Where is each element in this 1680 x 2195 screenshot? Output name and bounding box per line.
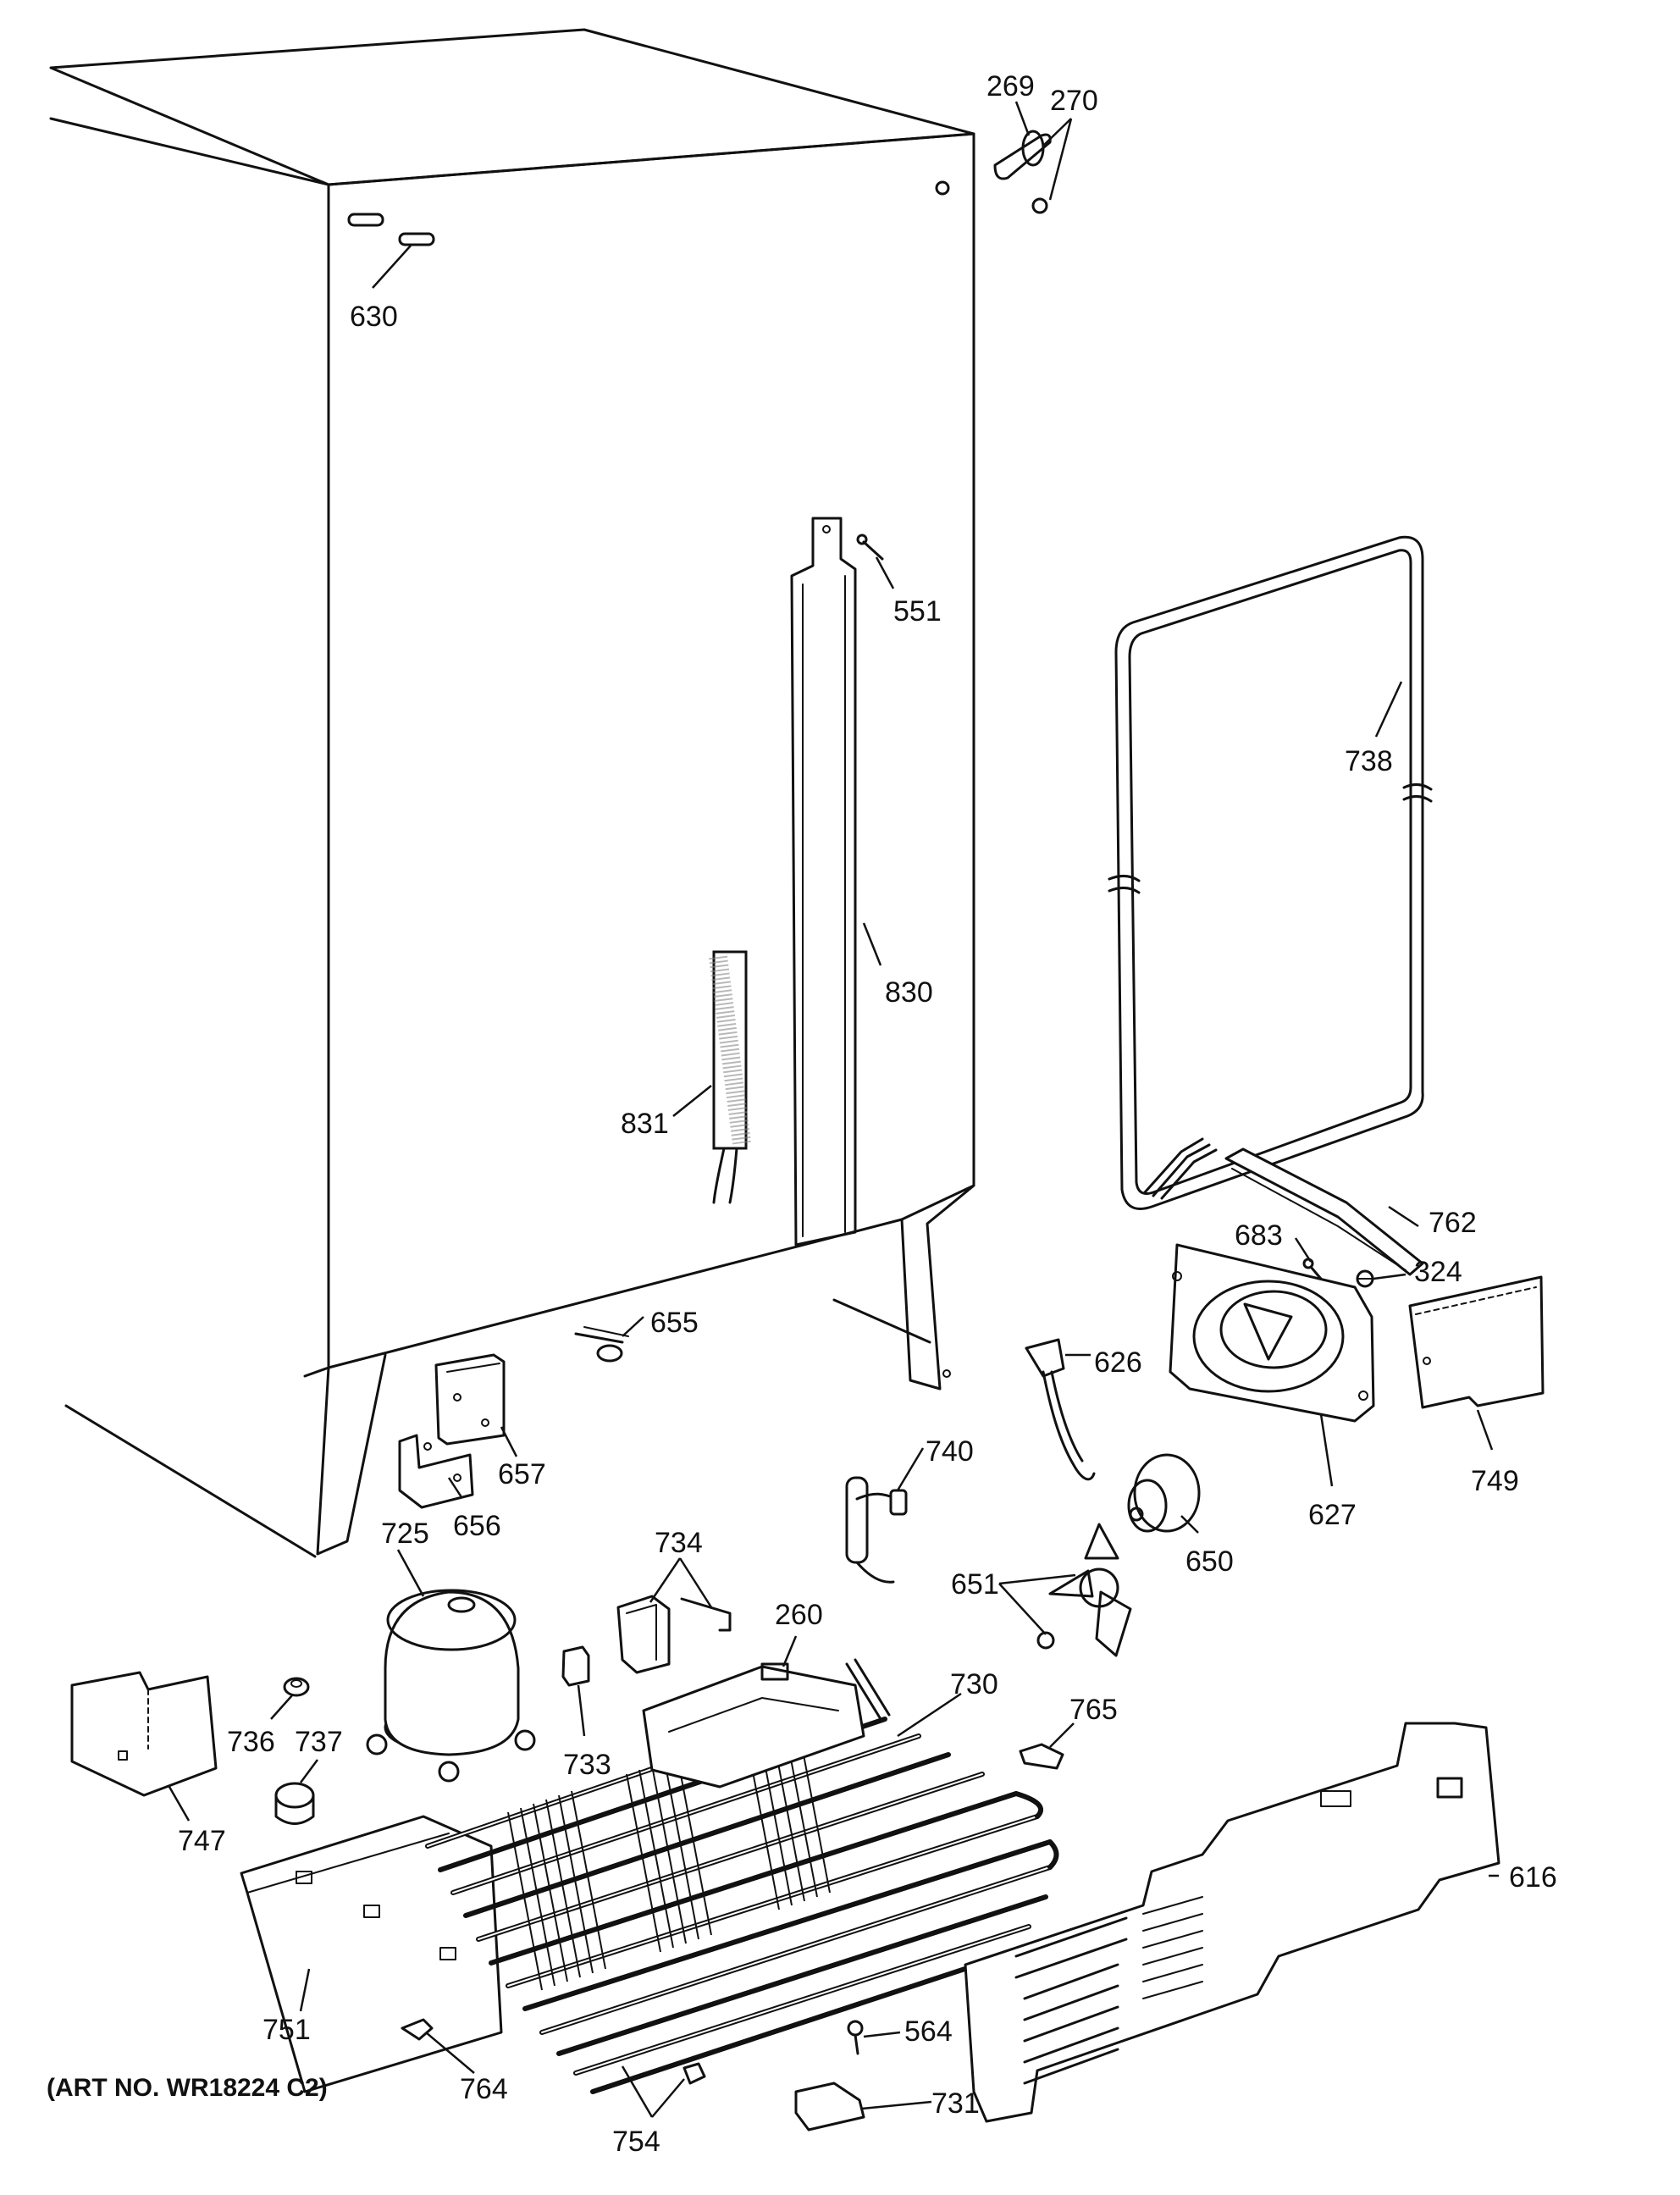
heater-strip-831	[709, 950, 751, 1204]
label-650: 650	[1185, 1545, 1234, 1578]
label-747: 747	[178, 1825, 226, 1857]
foam-strip-762	[1224, 1147, 1424, 1276]
label-765: 765	[1069, 1694, 1118, 1726]
label-762: 762	[1429, 1207, 1477, 1239]
relay-clip-734	[616, 1595, 732, 1674]
label-630: 630	[350, 301, 398, 333]
grommet-655	[574, 1326, 629, 1363]
label-657: 657	[498, 1458, 546, 1490]
thermostat-740	[845, 1476, 908, 1584]
refrigerator-cabinet	[49, 28, 975, 1558]
overload-733	[561, 1645, 590, 1687]
label-626: 626	[1094, 1346, 1142, 1379]
label-830: 830	[885, 976, 933, 1009]
fan-blade-651	[1036, 1523, 1132, 1657]
slot-hole	[398, 232, 435, 246]
label-656: 656	[453, 1510, 501, 1542]
label-551: 551	[893, 595, 942, 628]
label-651: 651	[951, 1568, 999, 1601]
power-cord-626	[1025, 1338, 1096, 1481]
bracket-657	[434, 1353, 506, 1446]
label-260: 260	[775, 1599, 823, 1631]
clip-764	[401, 2018, 434, 2041]
nut-324	[1356, 1269, 1374, 1288]
label-731: 731	[931, 2087, 980, 2120]
leader-lines	[168, 101, 1499, 2118]
rear-grille-616	[964, 1722, 1500, 2123]
label-616: 616	[1509, 1861, 1557, 1894]
label-749: 749	[1471, 1465, 1519, 1497]
mount-hole	[935, 180, 950, 196]
bracket-656	[398, 1434, 474, 1509]
label-736: 736	[227, 1726, 275, 1758]
terminal-cover-747	[70, 1671, 218, 1797]
cover-plate-749	[1408, 1275, 1545, 1409]
drain-tray-260	[642, 1662, 865, 1789]
slot-hole	[347, 213, 384, 227]
fan-shroud-627	[1169, 1243, 1375, 1423]
label-725: 725	[381, 1518, 429, 1550]
part-labels: 269 270 630 551 738 830 831 762 683 324 …	[47, 70, 1557, 2158]
label-269: 269	[986, 70, 1035, 102]
label-831: 831	[621, 1108, 669, 1140]
screw-564	[847, 2020, 864, 2055]
screw-551	[856, 534, 884, 561]
bracket-731	[794, 2082, 865, 2131]
drain-channel-830	[790, 517, 857, 1247]
label-738: 738	[1345, 745, 1393, 777]
hinge-269	[993, 130, 1052, 214]
label-655: 655	[650, 1307, 699, 1339]
label-740: 740	[926, 1435, 974, 1468]
pad-754	[682, 2062, 706, 2085]
grommet-736	[283, 1677, 310, 1697]
fan-motor-650	[1127, 1453, 1201, 1533]
label-737: 737	[295, 1726, 343, 1758]
label-564: 564	[904, 2015, 953, 2048]
label-324: 324	[1414, 1256, 1462, 1288]
label-754: 754	[612, 2126, 660, 2158]
label-751: 751	[262, 2014, 311, 2046]
label-733: 733	[563, 1749, 611, 1781]
label-270: 270	[1050, 85, 1098, 117]
label-730: 730	[950, 1668, 998, 1700]
compressor-725	[366, 1589, 536, 1783]
grommet-737	[274, 1782, 315, 1825]
drain-pan-751	[240, 1815, 503, 2093]
label-683: 683	[1235, 1219, 1283, 1252]
art-number: (ART NO. WR18224 C2)	[47, 2074, 328, 2102]
clip-765	[1019, 1743, 1064, 1770]
door-gasket-738	[1108, 535, 1433, 1210]
foot-hole	[942, 1369, 951, 1378]
label-764: 764	[460, 2073, 508, 2105]
label-734: 734	[655, 1527, 703, 1559]
label-627: 627	[1308, 1499, 1357, 1531]
